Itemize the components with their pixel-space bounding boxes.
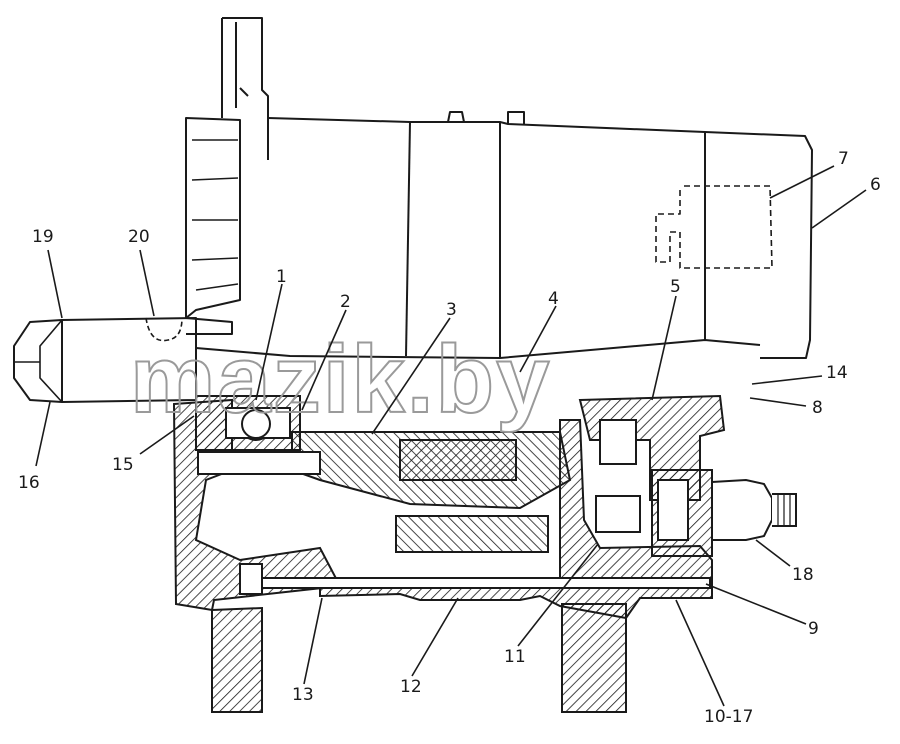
shaft <box>61 317 197 403</box>
housing-outline <box>267 117 813 359</box>
leader-9 <box>705 583 807 625</box>
callout-6: 6 <box>870 175 881 195</box>
terminal-nut <box>711 478 773 541</box>
leader-13 <box>303 597 323 685</box>
stator-winding <box>399 439 517 481</box>
callout-1: 1 <box>276 267 287 287</box>
housing-nub <box>507 111 525 124</box>
watermark-text: mazik.by <box>130 326 552 433</box>
callout-16: 16 <box>18 473 40 493</box>
callout-11: 11 <box>504 647 526 667</box>
brush-spring <box>595 495 641 533</box>
lower-ear-left <box>211 606 263 713</box>
rotor-winding <box>395 515 549 553</box>
callout-13: 13 <box>292 685 314 705</box>
leader-10-17 <box>675 599 725 707</box>
shaft-key <box>185 317 233 335</box>
housing-seam-a <box>405 121 411 357</box>
callout-9: 9 <box>808 619 819 639</box>
shaft-key-dashed <box>145 317 183 342</box>
leader-20 <box>139 249 155 317</box>
tie-bolt <box>239 577 711 589</box>
leader-15 <box>139 415 195 455</box>
callout-15: 15 <box>112 455 134 475</box>
callout-20: 20 <box>128 227 150 247</box>
leader-6 <box>811 189 867 229</box>
regulator-dashed <box>655 185 773 269</box>
leader-12 <box>411 597 459 677</box>
fan-outline <box>185 117 241 319</box>
callout-19: 19 <box>32 227 54 247</box>
callout-5: 5 <box>670 277 681 297</box>
leader-11 <box>517 543 599 647</box>
leader-4 <box>519 305 557 373</box>
leader-3 <box>371 317 451 435</box>
leader-1 <box>255 283 283 401</box>
housing-bolt-head <box>447 111 465 123</box>
mounting-ear-slot <box>235 22 249 108</box>
leader-8 <box>749 397 807 407</box>
leader-18 <box>755 539 791 567</box>
callout-4: 4 <box>548 289 559 309</box>
callout-7: 7 <box>838 149 849 169</box>
callout-3: 3 <box>446 300 457 320</box>
callout-14: 14 <box>826 363 848 383</box>
brush <box>599 419 637 465</box>
mounting-ear-top <box>221 17 269 160</box>
bearing-ball-inner <box>241 409 271 439</box>
callout-18: 18 <box>792 565 814 585</box>
leader-2 <box>301 309 347 411</box>
fan-blades <box>191 139 239 291</box>
lower-ear-right <box>561 603 627 713</box>
callout-8: 8 <box>812 398 823 418</box>
pulley-nut <box>13 319 63 403</box>
terminal-thread-lines <box>777 494 791 526</box>
tie-bolt-head <box>239 563 263 595</box>
leader-5 <box>651 295 677 401</box>
terminal-window <box>657 479 689 541</box>
leader-19 <box>47 249 63 319</box>
leader-7 <box>769 165 835 199</box>
callout-2: 2 <box>340 292 351 312</box>
callout-12: 12 <box>400 677 422 697</box>
leader-16 <box>35 401 51 467</box>
leader-14 <box>751 375 823 385</box>
fastener-front <box>197 451 321 475</box>
pulley-nut-faces <box>14 319 63 403</box>
callout-10-17: 10-17 <box>704 707 753 727</box>
